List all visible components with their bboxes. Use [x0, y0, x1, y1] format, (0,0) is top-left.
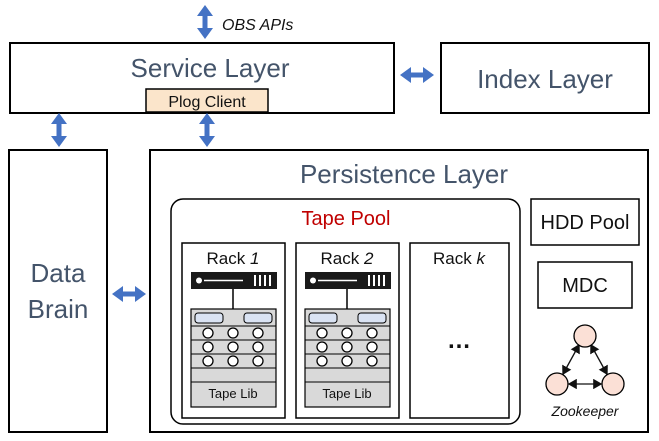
persistence-layer-box: Persistence Layer Tape Pool Rack 1 — [149, 149, 649, 433]
rack-2-number: 2 — [363, 249, 374, 268]
rack-1: Rack 1 — [181, 242, 286, 419]
rack-1-prefix: Rack — [207, 249, 250, 268]
tape-library-icon: Tape Lib — [190, 308, 277, 408]
server-icon — [305, 272, 391, 309]
tape-pool-title: Tape Pool — [302, 208, 391, 230]
plog-client-label: Plog Client — [168, 94, 246, 111]
zookeeper-label: Zookeeper — [551, 403, 620, 419]
data-brain-line1: Data — [31, 258, 86, 288]
hdd-pool-box: HDD Pool — [530, 198, 640, 246]
tape-pool-box: Tape Pool Rack 1 — [170, 198, 521, 425]
service-persistence-arrow-icon — [199, 113, 215, 147]
rack-2: Rack 2 — [295, 242, 400, 419]
zookeeper-node-icon — [601, 372, 625, 396]
svg-text:Rack k: Rack k — [433, 249, 486, 268]
index-layer-box: Index Layer — [440, 42, 650, 114]
service-layer-title: Service Layer — [131, 53, 290, 83]
data-brain-line2: Brain — [28, 294, 89, 324]
rack-2-tape-lib-label: Tape Lib — [322, 386, 371, 401]
rack-k-prefix: Rack — [433, 249, 476, 268]
service-databrain-arrow-icon — [51, 113, 67, 147]
zookeeper-node-icon — [573, 324, 597, 348]
rack-2-prefix: Rack — [321, 249, 364, 268]
tape-library-icon: Tape Lib — [304, 308, 391, 408]
index-layer-title: Index Layer — [477, 64, 613, 94]
databrain-persistence-arrow-icon — [112, 286, 146, 302]
rack-1-number: 1 — [250, 249, 259, 268]
svg-text:Rack 2: Rack 2 — [321, 249, 374, 268]
svg-text:Rack 1: Rack 1 — [207, 249, 260, 268]
obs-api-arrow-icon — [197, 5, 213, 39]
rack-k: Rack k … — [409, 242, 510, 419]
rack-k-number: k — [476, 249, 486, 268]
server-icon — [191, 272, 277, 309]
mdc-box: MDC — [537, 261, 633, 309]
persistence-layer-title: Persistence Layer — [300, 159, 508, 189]
data-brain-box: Data Brain — [8, 149, 108, 433]
service-layer-box: Service Layer Plog Client — [9, 42, 395, 114]
zookeeper-cluster: Zookeeper — [545, 324, 625, 419]
mdc-title: MDC — [562, 275, 608, 297]
rack-1-tape-lib-label: Tape Lib — [208, 386, 257, 401]
hdd-pool-title: HDD Pool — [541, 212, 630, 234]
plog-client-box — [145, 88, 269, 113]
zookeeper-node-icon — [545, 372, 569, 396]
rack-k-ellipsis: … — [447, 327, 471, 354]
obs-apis-label: OBS APIs — [222, 17, 293, 34]
service-index-arrow-icon — [400, 67, 434, 83]
